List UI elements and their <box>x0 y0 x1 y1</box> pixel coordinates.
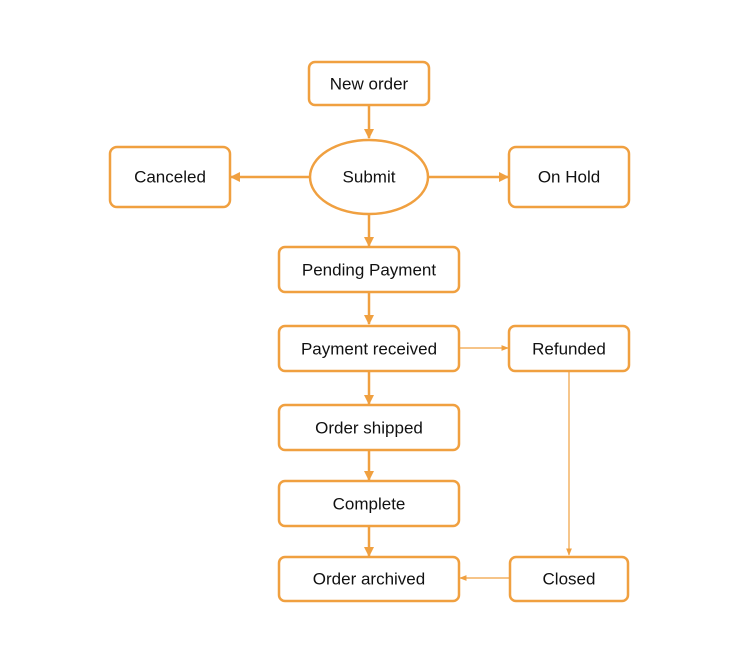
node-order-shipped-label: Order shipped <box>315 419 423 438</box>
node-order-archived-label: Order archived <box>313 570 425 589</box>
node-complete[interactable]: Complete <box>277 479 461 528</box>
node-pending-payment[interactable]: Pending Payment <box>277 245 461 294</box>
node-on-hold-label: On Hold <box>538 168 600 187</box>
node-on-hold[interactable]: On Hold <box>507 145 631 209</box>
node-canceled-label: Canceled <box>134 168 206 187</box>
node-refunded[interactable]: Refunded <box>507 324 631 373</box>
node-pending-payment-label: Pending Payment <box>302 261 436 280</box>
edges <box>230 105 572 581</box>
node-closed[interactable]: Closed <box>508 555 630 603</box>
node-refunded-label: Refunded <box>532 340 606 359</box>
node-order-shipped[interactable]: Order shipped <box>277 403 461 452</box>
node-payment-received-label: Payment received <box>301 340 437 359</box>
node-submit[interactable]: Submit <box>308 138 430 216</box>
node-order-archived[interactable]: Order archived <box>277 555 461 603</box>
node-canceled[interactable]: Canceled <box>108 145 232 209</box>
node-payment-received[interactable]: Payment received <box>277 324 461 373</box>
node-submit-label: Submit <box>343 168 396 187</box>
node-new-order[interactable]: New order <box>307 60 431 107</box>
node-new-order-label: New order <box>330 75 409 94</box>
node-complete-label: Complete <box>333 495 406 514</box>
node-closed-label: Closed <box>543 570 596 589</box>
